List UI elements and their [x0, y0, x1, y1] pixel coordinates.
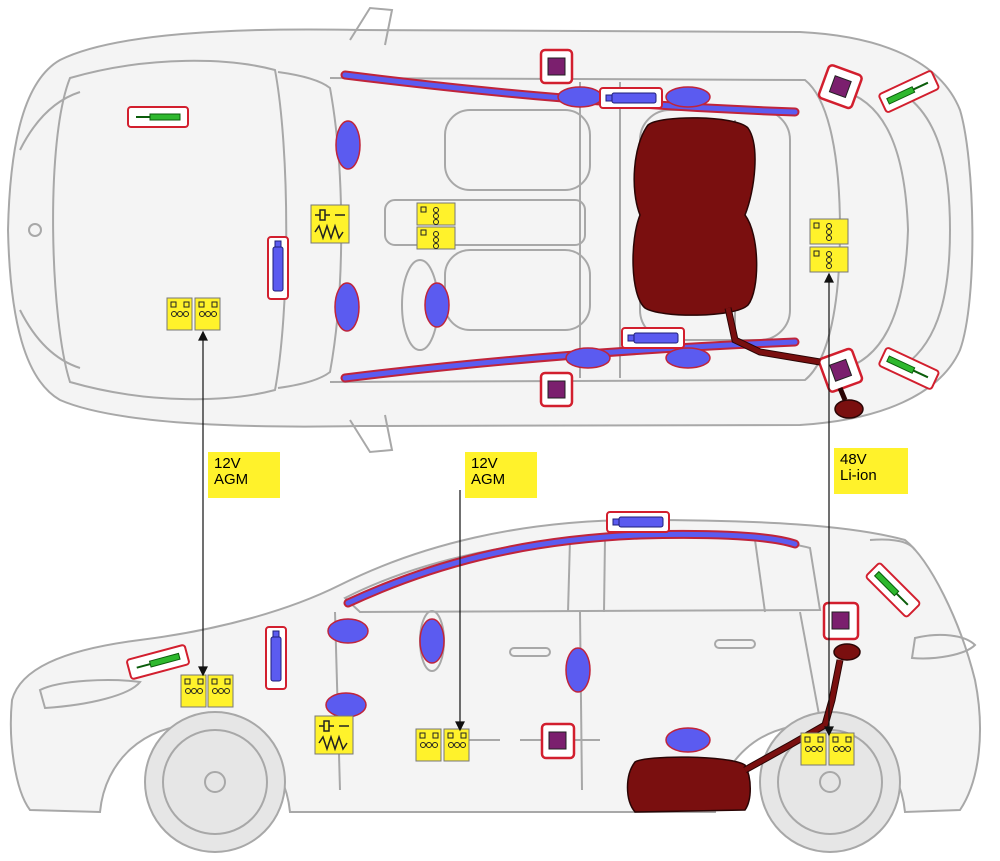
fuel-tank-side: [626, 643, 861, 813]
gas-strut-hood-side: [126, 644, 190, 680]
fuel-tank-top: [632, 117, 864, 419]
inflator-roof-top-lower: [621, 327, 685, 349]
airbag-steering-side: [419, 618, 445, 664]
airbag-side-front-lower: [565, 347, 611, 369]
airbag-side-front-upper: [557, 86, 603, 108]
label-rear-battery-line1: 12V: [471, 455, 498, 472]
airbag-passenger-knee: [334, 282, 360, 332]
airbag-rear-side: [665, 727, 711, 753]
control-units-top: [539, 48, 864, 408]
airbag-steering-wheel: [424, 282, 450, 328]
battery-center-side: [415, 728, 470, 762]
airbag-side-rear-lower: [665, 347, 711, 369]
gas-strut-tailgate-top-upper: [878, 70, 940, 113]
label-rear-battery-line2: AGM: [471, 471, 506, 488]
curtain-airbag-side: [343, 529, 800, 608]
gas-strut-tailgate-top-lower: [878, 347, 940, 390]
battery-front-top: [166, 297, 221, 331]
gas-strut-tailgate-side: [865, 562, 921, 618]
label-front-battery-line1: 12V: [214, 455, 241, 472]
seatbelt-pretensioner-side: [314, 715, 354, 755]
airbag-side-rear-upper: [665, 86, 711, 108]
label-hv-battery-line2: Li-ion: [840, 467, 877, 484]
label-front-battery-line2: AGM: [214, 471, 249, 488]
label-hv-battery: 48V Li-ion: [834, 448, 908, 494]
gas-strut-hood-top: [127, 106, 189, 128]
battery-center-top: [416, 202, 456, 250]
label-rear-battery: 12V AGM: [465, 452, 537, 498]
airbags-side: [325, 618, 711, 753]
airbag-driver-knee: [335, 120, 361, 170]
inflator-a-pillar-side: [265, 626, 287, 690]
airbag-side-front-lower-side: [327, 618, 369, 644]
seatbelt-pretensioner-top: [310, 204, 350, 244]
inflator-a-pillar-top: [267, 236, 289, 300]
inflator-roof-side: [606, 511, 670, 533]
label-hv-battery-line1: 48V: [840, 451, 867, 468]
battery-rear-side: [800, 732, 855, 766]
battery-front-side: [180, 674, 234, 708]
control-units-side: [540, 601, 860, 760]
curtain-airbags-top: [340, 70, 800, 383]
battery-rear-top: [809, 218, 849, 273]
airbag-knee-side: [325, 692, 367, 718]
label-front-battery: 12V AGM: [208, 452, 280, 498]
connector-lines: [198, 272, 834, 737]
airbag-seat-side: [565, 647, 591, 693]
car-side-view: [9, 518, 981, 853]
inflator-roof-top: [599, 87, 663, 109]
